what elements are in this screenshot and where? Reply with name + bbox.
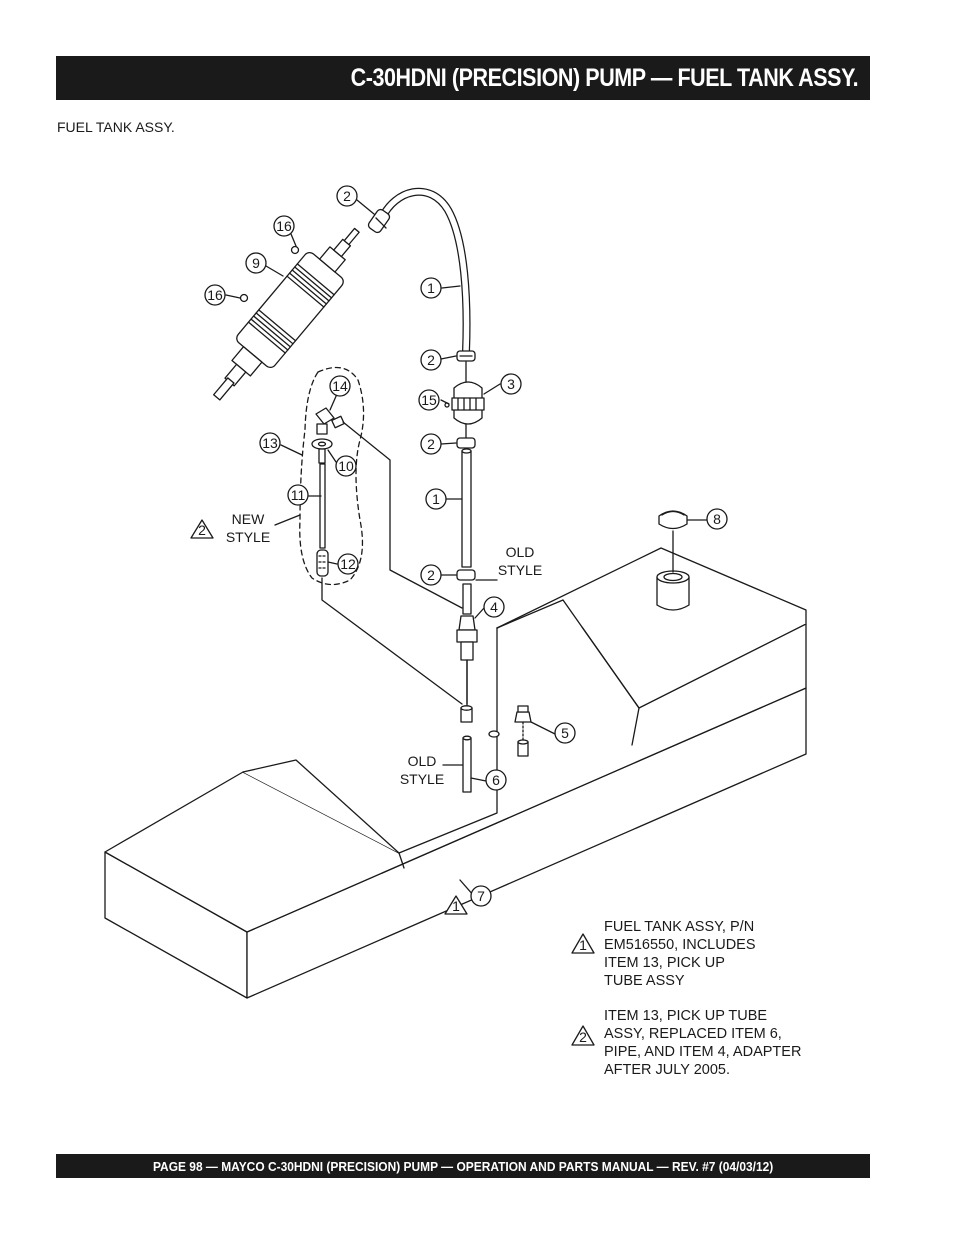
note-2-line: ASSY, REPLACED ITEM 6,: [604, 1026, 782, 1042]
callout-2-fourth: 2: [427, 567, 435, 583]
fuel-filter: [444, 361, 485, 439]
triangle-1-label: 1: [452, 898, 460, 914]
hose-clamp-4: [456, 569, 476, 581]
new-style-label-1: NEW: [232, 511, 265, 527]
note-2-line: PIPE, AND ITEM 4, ADAPTER: [604, 1044, 802, 1060]
tank-fitting: [460, 705, 473, 723]
note-triangles: [190, 519, 595, 1046]
new-style-label-2: STYLE: [226, 529, 270, 545]
footer-text: PAGE 98 — MAYCO C-30HDNI (PRECISION) PUM…: [152, 1158, 774, 1174]
grommet: [488, 730, 500, 738]
leader-screen-to-tank: [321, 577, 463, 705]
note-1-line: ITEM 13, PICK UP: [604, 955, 725, 971]
callout-4: 4: [490, 599, 498, 615]
callout-11: 11: [291, 487, 306, 503]
note-1-line: FUEL TANK ASSY, P/N: [604, 919, 755, 935]
triangle-2-label: 2: [198, 522, 206, 538]
note-2-line: ITEM 13, PICK UP TUBE: [604, 1008, 768, 1024]
old-style-pipe-2: STYLE: [400, 771, 444, 787]
hose-clamp-3: [456, 437, 476, 449]
callout-6: 6: [492, 772, 500, 788]
callout-15: 15: [421, 392, 437, 408]
triangle-1-note-label: 1: [579, 937, 587, 953]
callout-5: 5: [561, 725, 569, 741]
callout-9: 9: [252, 255, 260, 271]
leader-elbow-to-adapter: [342, 421, 463, 609]
filler-cap: [656, 510, 690, 611]
callout-7: 7: [477, 888, 485, 904]
pickup-tube-group-outline: [299, 366, 365, 586]
elbow-fitting: [315, 407, 345, 435]
old-style-adapter-2: STYLE: [498, 562, 542, 578]
note-1-line: EM516550, INCLUDES: [604, 937, 756, 953]
pipe-old-style: [462, 735, 472, 793]
note-2: ITEM 13, PICK UP TUBE ASSY, REPLACED ITE…: [604, 1007, 801, 1079]
page-title-bar: C-30HDNI (PRECISION) PUMP — FUEL TANK AS…: [56, 56, 870, 100]
fuel-hose-lower: [461, 448, 472, 568]
page-title: C-30HDNI (PRECISION) PUMP — FUEL TANK AS…: [350, 63, 858, 92]
note-1: FUEL TANK ASSY, P/N EM516550, INCLUDES I…: [604, 918, 756, 990]
triangle-2-note-label: 2: [579, 1029, 587, 1045]
note-1-line: TUBE ASSY: [604, 973, 685, 989]
callout-10: 10: [338, 458, 354, 474]
fuel-tank: [104, 547, 807, 999]
bushing: [311, 438, 333, 464]
callout-leaders: [225, 199, 708, 897]
old-style-adapter-1: OLD: [506, 544, 535, 560]
callout-14: 14: [332, 378, 348, 394]
callout-12: 12: [340, 556, 356, 572]
section-label: FUEL TANK ASSY.: [57, 119, 175, 135]
callout-1-lower: 1: [432, 491, 440, 507]
fuel-pump: [213, 227, 360, 401]
filter-screen: [316, 549, 329, 577]
old-style-pipe-1: OLD: [408, 753, 437, 769]
callout-16-top: 16: [276, 218, 292, 234]
callout-16-bottom: 16: [207, 287, 223, 303]
callout-8: 8: [713, 511, 721, 527]
callout-13: 13: [262, 435, 278, 451]
callout-3: 3: [507, 376, 515, 392]
callout-1-upper: 1: [427, 280, 435, 296]
pickup-tube: [319, 463, 326, 549]
callout-2-third: 2: [427, 436, 435, 452]
vent-plug: [514, 705, 532, 757]
footer-bar: PAGE 98 — MAYCO C-30HDNI (PRECISION) PUM…: [56, 1154, 870, 1178]
callout-2-second: 2: [427, 352, 435, 368]
note-2-line: AFTER JULY 2005.: [604, 1062, 730, 1078]
hose-clamp-2: [456, 350, 476, 362]
adapter: [456, 583, 478, 709]
callout-circles: [204, 185, 728, 907]
callout-2-top: 2: [343, 188, 351, 204]
hose-clamp-top: [367, 208, 391, 234]
